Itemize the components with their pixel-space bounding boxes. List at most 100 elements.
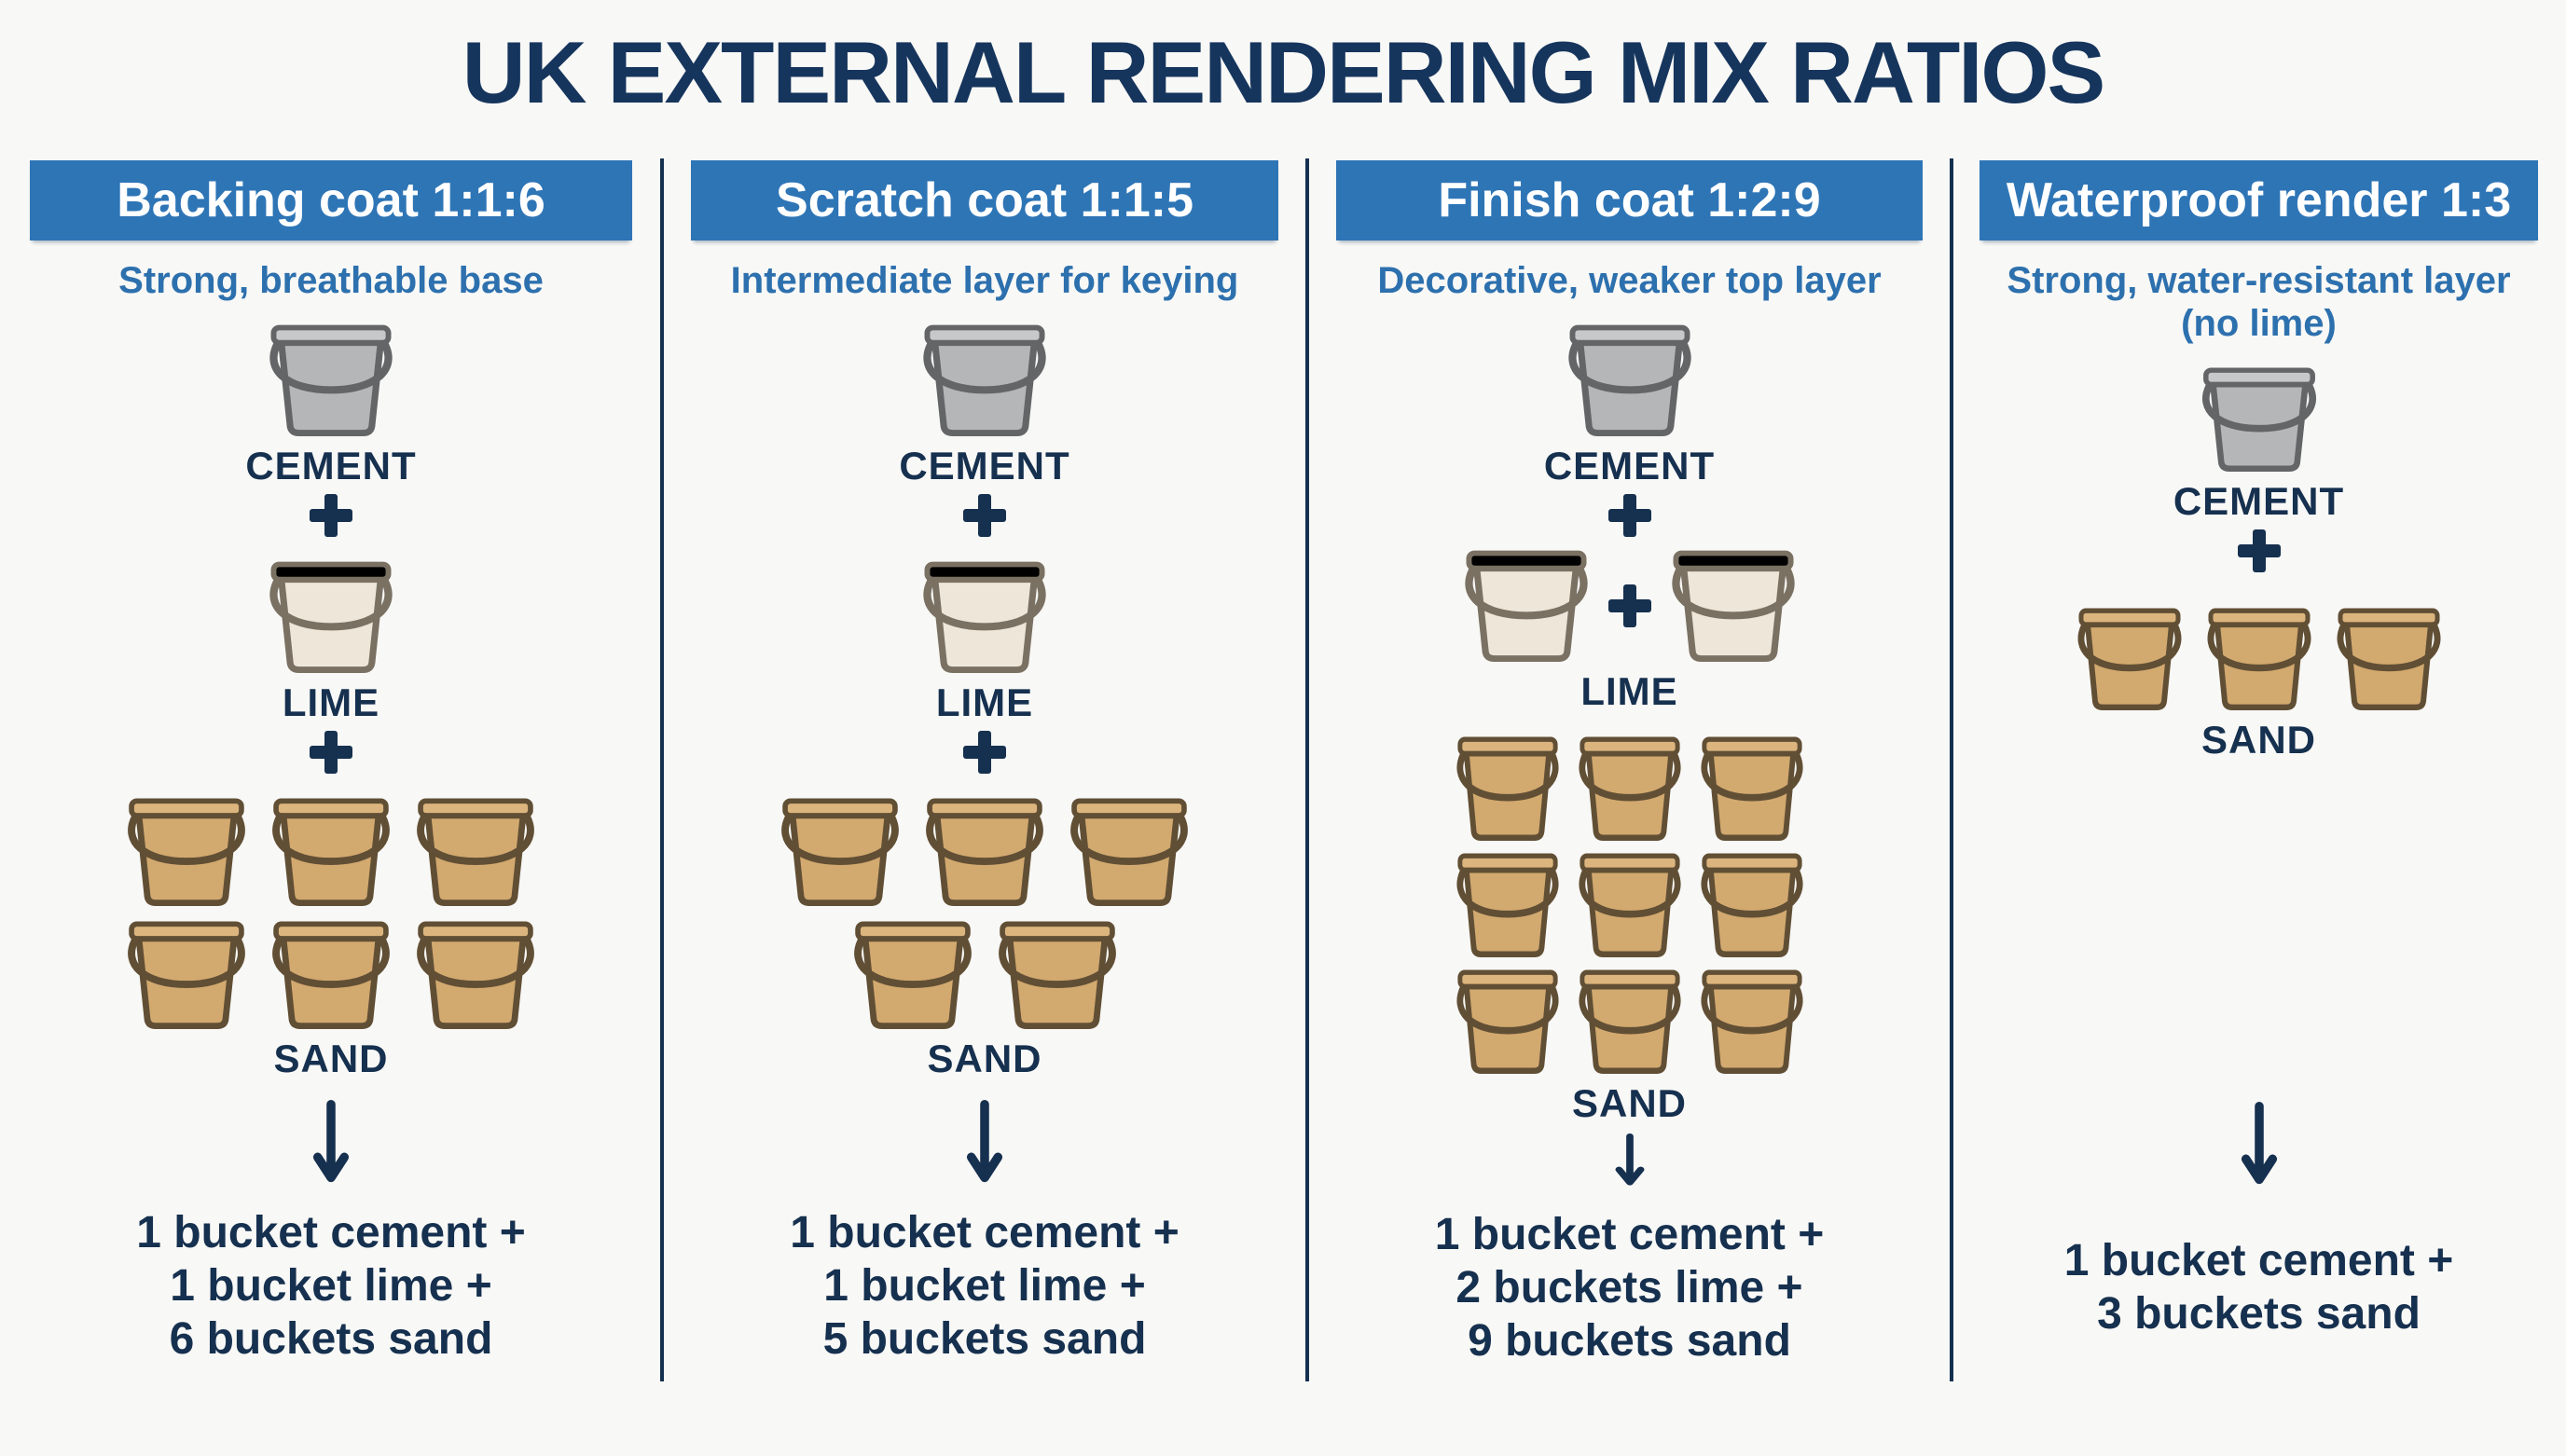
column-divider [1305,158,1309,1381]
sand-bucket-icon [853,921,972,1029]
column-subtitle: Decorative, weaker top layer [1377,260,1882,301]
sand-bucket-group [777,798,1193,1029]
lime-bucket-icon [1671,550,1795,662]
sand-bucket-icon [128,921,245,1029]
sand-bucket-group [123,798,539,1029]
mix-summary-line: 1 bucket lime + [170,1261,492,1311]
sand-bucket-icon [1578,969,1681,1074]
mix-summary-line: 1 bucket lime + [823,1261,1146,1311]
sand-bucket-icon [1455,736,1559,841]
arrow-down-icon [1615,1133,1644,1186]
ingredient-label: CEMENT [245,444,417,488]
sand-bucket-icon [1070,798,1188,906]
ingredient-label: LIME [935,680,1034,724]
mix-summary: 1 bucket cement +2 buckets lime +9 bucke… [1435,1208,1825,1367]
plus-icon [963,494,1006,537]
ingredient-label: SAND [273,1037,389,1080]
column-header: Waterproof render 1:3 [1979,160,2539,240]
cement-bucket-group [265,324,397,436]
ingredient-label: SAND [1571,1081,1687,1125]
sand-bucket-icon [2207,608,2311,710]
page-title: UK EXTERNAL RENDERING MIX RATIOS [462,23,2105,121]
bucket-row [265,324,397,436]
plus-icon [310,494,352,537]
sand-bucket-icon [998,921,1116,1029]
ingredient-label: LIME [282,680,380,724]
ingredient-label: CEMENT [899,444,1070,488]
bucket-row [2198,367,2321,472]
plus-icon [1607,584,1651,627]
lime-bucket-group [1460,550,1800,662]
arrow-down-icon [966,1100,1003,1183]
sand-bucket-icon [2337,608,2440,710]
arrow-down-icon [2241,1102,2277,1185]
lime-bucket-icon [923,561,1046,673]
sand-bucket-icon [417,921,534,1029]
sand-bucket-icon [1578,853,1681,957]
mix-summary: 1 bucket cement +3 buckets sand [2064,1234,2454,1340]
plus-icon [963,731,1006,774]
mix-summary-line: 1 bucket cement + [1434,1210,1825,1259]
bucket-row [123,921,539,1029]
cement-bucket-icon [923,324,1046,436]
column-divider [660,158,664,1381]
bucket-row [918,561,1051,673]
lime-bucket-icon [1464,550,1588,662]
mix-summary-line: 2 buckets lime + [1455,1263,1803,1312]
bucket-row [1453,736,1807,841]
sand-bucket-icon [781,798,899,906]
sand-bucket-group [1453,736,1807,1074]
arrow-down-icon [312,1100,350,1183]
bucket-row [1564,324,1696,436]
ingredient-label: SAND [2200,718,2316,762]
ingredient-label: CEMENT [1543,444,1716,488]
sand-bucket-icon [128,798,245,906]
rendering-mix-infographic: UK EXTERNAL RENDERING MIX RATIOS Backing… [0,24,2566,1432]
column-subtitle: Strong, water-resistant layer (no lime) [2007,260,2511,344]
column-subtitle: Intermediate layer for keying [730,260,1239,301]
sand-bucket-group [2074,608,2445,710]
cement-bucket-icon [2201,367,2316,472]
sand-bucket-icon [926,798,1043,906]
sand-bucket-icon [1455,969,1559,1074]
cement-bucket-icon [269,324,393,436]
cement-bucket-group [2198,367,2321,472]
mix-summary-line: 3 buckets sand [2097,1289,2421,1339]
ingredient-label: LIME [1580,669,1678,713]
sand-bucket-icon [1700,969,1803,1074]
column-header: Backing coat 1:1:6 [29,160,633,240]
plus-icon [1607,494,1651,537]
sand-bucket-icon [272,921,390,1029]
mix-summary-line: 1 bucket cement + [790,1208,1180,1257]
sand-bucket-icon [417,798,534,906]
sand-bucket-icon [1700,736,1803,841]
column-header: Scratch coat 1:1:5 [691,160,1278,240]
sand-bucket-icon [1578,736,1681,841]
column-subtitle: Strong, breathable base [118,260,544,301]
ingredient-label: SAND [927,1037,1042,1080]
column-header: Finish coat 1:2:9 [1336,160,1923,240]
bucket-row [123,798,539,906]
plus-icon [2237,529,2281,572]
bucket-row [1460,550,1800,662]
ingredient-label: CEMENT [2173,479,2345,523]
bucket-row [918,324,1051,436]
plus-icon [310,731,352,774]
mix-summary-line: 1 bucket cement + [136,1208,526,1257]
sand-bucket-icon [2077,608,2181,710]
bucket-row [1453,969,1807,1074]
mix-summary-line: 1 bucket cement + [2063,1236,2454,1285]
cement-bucket-group [918,324,1051,436]
bucket-row [777,921,1193,1029]
column-divider [1950,158,1953,1381]
bucket-row [2074,608,2445,710]
lime-bucket-icon [269,561,393,673]
lime-bucket-group [265,561,397,673]
cement-bucket-group [1564,324,1696,436]
bucket-row [265,561,397,673]
